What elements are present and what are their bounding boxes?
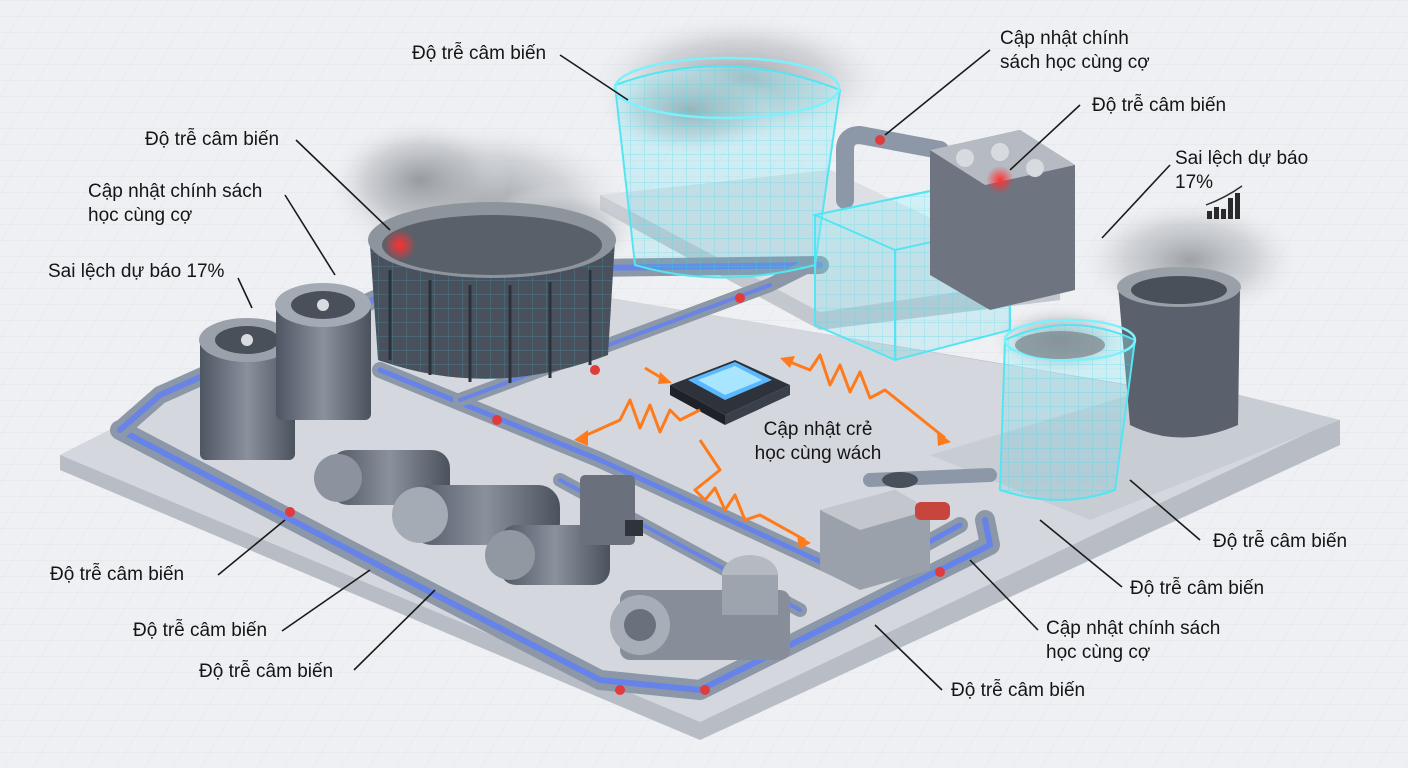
label-sensor-delay-right-2: Độ trễ câm biến — [1130, 578, 1265, 599]
label-sensor-delay-right-1: Độ trễ câm biến — [1213, 531, 1348, 552]
label-forecast-deviation-right: Sai lệch dự báo 17% — [1175, 148, 1309, 193]
label-sensor-delay-bottom-left-1: Độ trễ câm biến — [50, 564, 185, 585]
equipment-rack — [930, 130, 1075, 310]
hologram-cooling-tower-top — [613, 56, 842, 279]
label-sensor-delay-top-right: Độ trễ câm biến — [1092, 95, 1227, 116]
pump-icon — [610, 555, 790, 660]
red-sensor-light — [384, 229, 416, 261]
callout-leader-lines — [217, 49, 1201, 691]
signal-arrowheads — [574, 356, 951, 549]
dark-cooling-tower-right — [1117, 267, 1241, 438]
label-hub-update: Cập nhật crẻ học cùng wách — [754, 419, 882, 464]
motor-icon — [314, 450, 643, 585]
label-sensor-delay-bottom-right: Độ trễ câm biến — [951, 680, 1086, 701]
label-sensor-delay-top: Độ trễ câm biến — [412, 43, 547, 64]
processor-hub-icon — [670, 360, 790, 425]
label-policy-update-top-right: Cập nhật chính sách học cùng cợ — [1000, 28, 1150, 73]
signal-waves — [579, 353, 946, 542]
label-sensor-delay-bottom-left-3: Độ trễ câm biến — [199, 661, 334, 682]
label-policy-update-bottom-right: Cập nhật chính sách học cùng cợ — [1046, 618, 1221, 663]
control-cabinet-icon — [820, 472, 950, 590]
hologram-cooling-tower-right — [998, 318, 1137, 501]
chiller-unit-icon — [199, 283, 371, 460]
label-sensor-delay-left: Độ trễ câm biến — [145, 129, 280, 150]
label-policy-update-left: Cập nhật chính sách học cùng cợ — [88, 181, 263, 226]
label-forecast-deviation-left: Sai lệch dự báo 17% — [48, 261, 225, 282]
bar-chart-icon — [1205, 185, 1243, 219]
label-sensor-delay-bottom-left-2: Độ trễ câm biến — [133, 620, 268, 641]
dark-cooling-tower — [368, 202, 616, 383]
